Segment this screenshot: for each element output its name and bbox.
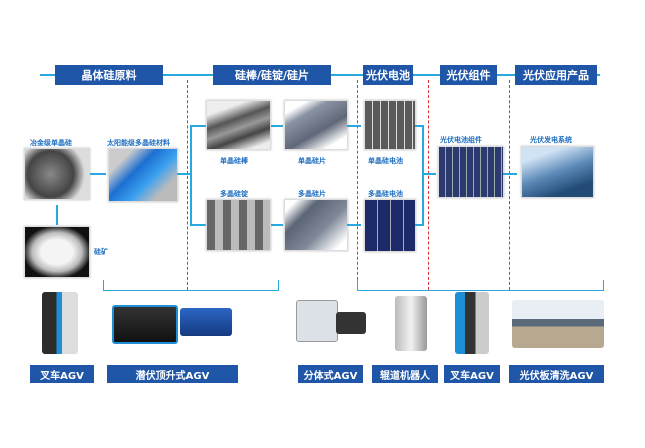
system-image: [521, 146, 594, 198]
stage-application: 光伏应用产品: [515, 65, 597, 85]
arrow-merge: [422, 125, 424, 226]
label-metallurgical-silicon: 冶金级单晶硅: [30, 139, 72, 147]
metallurgical-silicon-image: [24, 148, 90, 200]
robot-label-forklift-agv: 叉车AGV: [30, 365, 94, 383]
arrow-right: [90, 173, 106, 175]
bracket-right: [357, 280, 604, 291]
stage-divider: [187, 80, 188, 290]
arrow-right: [190, 224, 206, 226]
split-agv-image: [296, 300, 338, 342]
stage-divider: [428, 80, 429, 290]
label-module: 光伏电池组件: [440, 136, 482, 144]
mono-rod-image: [206, 100, 271, 150]
robot-label-cleaning-agv: 光伏板清洗AGV: [509, 365, 604, 383]
robot-label-jacking-agv: 潜伏顶升式AGV: [107, 365, 238, 383]
cleaning-agv-image: [512, 300, 604, 348]
label-silicon-ore: 硅矿: [94, 248, 108, 256]
arrow-right: [271, 224, 283, 226]
jacking-agv-image: [112, 305, 178, 344]
stage-wafer: 硅棒/硅锭/硅片: [213, 65, 331, 85]
label-mono-rod: 单晶硅棒: [220, 157, 248, 165]
arrow-right: [422, 173, 436, 175]
mono-wafer-image: [284, 100, 348, 150]
label-poly-cell: 多晶硅电池: [368, 190, 403, 198]
robot-label-forklift-agv-2: 叉车AGV: [444, 365, 500, 383]
robot-label-split-agv: 分体式AGV: [298, 365, 363, 383]
arrow-branch: [177, 173, 191, 175]
roller-robot-image: [395, 296, 427, 351]
label-poly-wafer: 多晶硅片: [298, 190, 326, 198]
stage-divider: [357, 80, 358, 290]
forklift-agv-image: [42, 292, 78, 354]
module-image: [438, 146, 504, 198]
jacking-agv-image-2: [180, 308, 232, 336]
poly-ingot-image: [206, 199, 271, 251]
arrow-right: [347, 125, 361, 127]
bracket-left: [103, 280, 279, 291]
label-mono-cell: 单晶硅电池: [368, 157, 403, 165]
stage-raw-material: 晶体硅原料: [55, 65, 163, 85]
label-system: 光伏发电系统: [530, 136, 572, 144]
label-poly-ingot: 多晶硅锭: [220, 190, 248, 198]
solar-polysilicon-image: [108, 148, 178, 202]
poly-wafer-image: [284, 199, 348, 251]
label-mono-wafer: 单晶硅片: [298, 157, 326, 165]
arrow-right: [503, 173, 517, 175]
mono-cell-image: [364, 100, 416, 150]
arrow-merge: [415, 125, 423, 127]
split-agv-image-2: [336, 312, 366, 334]
arrow-up: [56, 205, 58, 225]
arrow-right: [190, 125, 206, 127]
stage-divider: [509, 80, 510, 290]
forklift-agv-image-2: [455, 292, 489, 354]
arrow-right: [347, 224, 361, 226]
silicon-ore-image: [24, 226, 90, 278]
robot-label-roller-robot: 辊道机器人: [372, 365, 438, 383]
stage-module: 光伏组件: [440, 65, 497, 85]
arrow-right: [271, 125, 283, 127]
poly-cell-image: [364, 199, 416, 252]
stage-cell: 光伏电池: [363, 65, 413, 85]
arrow-branch: [190, 125, 192, 225]
label-solar-polysilicon: 太阳能级多晶硅材料: [107, 139, 170, 147]
arrow-merge: [415, 224, 423, 226]
